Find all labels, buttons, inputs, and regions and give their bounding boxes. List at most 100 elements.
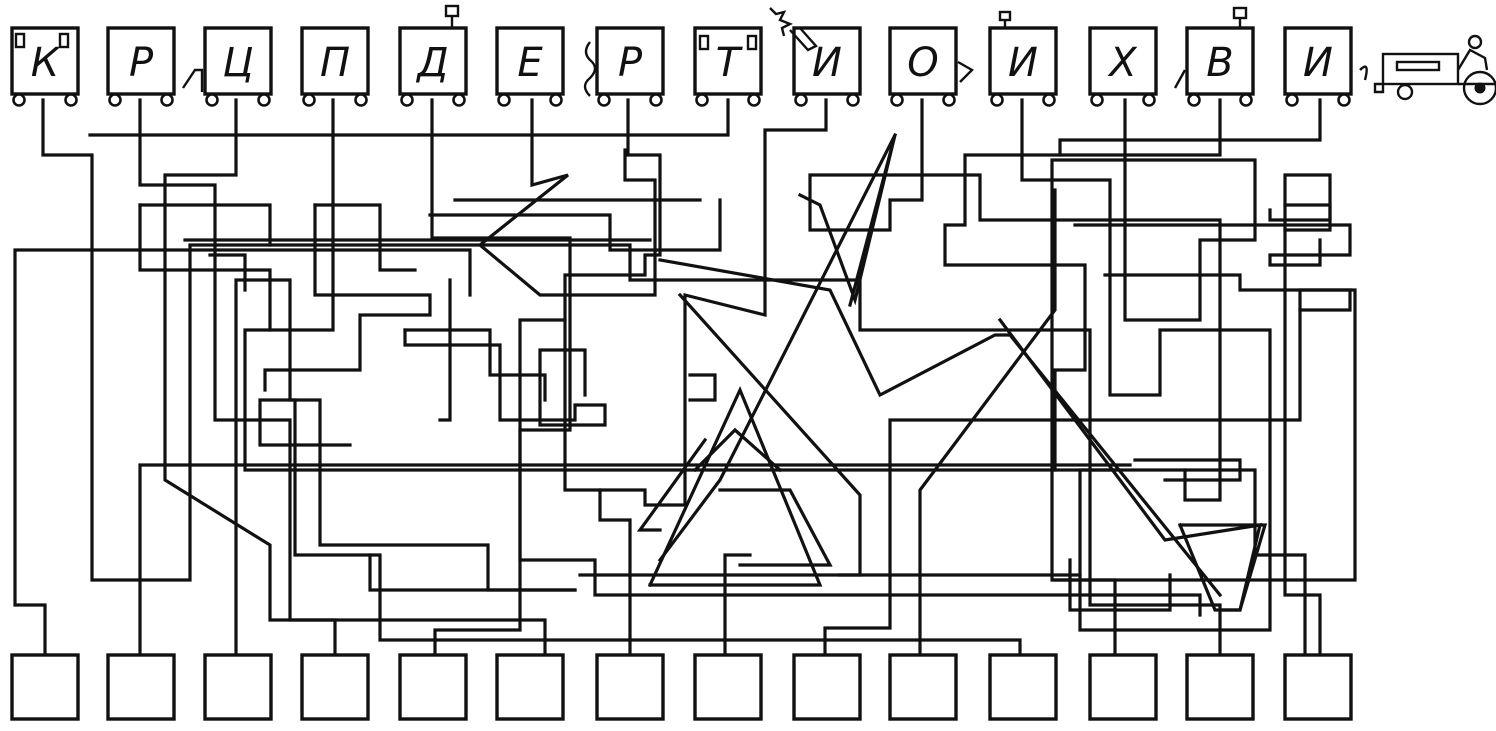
coupler-icon	[183, 70, 202, 92]
wagon-letter: О	[907, 40, 938, 86]
answer-box[interactable]	[890, 655, 956, 719]
wagon: Р	[108, 28, 174, 106]
answer-box[interactable]	[108, 655, 174, 719]
wagon-wheel	[992, 95, 1003, 106]
wire-path	[140, 205, 270, 330]
tangled-wires	[15, 100, 1355, 655]
wire-path	[315, 205, 415, 270]
wagon: О	[890, 28, 956, 106]
wire-path	[1022, 100, 1270, 630]
wagon: Е	[497, 28, 563, 106]
wagon-letter: П	[320, 40, 350, 86]
wagon-wheel	[14, 95, 25, 106]
wagon-wheel	[66, 95, 77, 106]
wire-path	[245, 100, 1305, 655]
coupler-icon	[1360, 67, 1367, 80]
answer-box[interactable]	[794, 655, 860, 719]
wagon-wheel	[1092, 95, 1103, 106]
wagon: Х	[1090, 28, 1156, 106]
wire-path	[600, 100, 826, 505]
wagon-wheel	[356, 95, 367, 106]
wagon-letter: И	[1008, 40, 1038, 86]
wagon: П	[302, 28, 368, 106]
answer-box[interactable]	[695, 655, 761, 719]
wagon-wheel	[402, 95, 413, 106]
driver-body	[1458, 50, 1487, 70]
flag-icon	[1000, 12, 1010, 20]
wire-path	[1180, 525, 1265, 610]
wire-path	[15, 250, 470, 655]
wagon-wheel	[207, 95, 218, 106]
wagon-wheel	[697, 95, 708, 106]
wagon-wheel	[1044, 95, 1055, 106]
answer-box[interactable]	[497, 655, 563, 719]
wagon-wheel	[1189, 95, 1200, 106]
wagon-letter: И	[1303, 40, 1333, 86]
locomotive-icon	[1375, 36, 1496, 104]
locomotive-buffer	[1375, 84, 1383, 92]
wire-path	[690, 375, 715, 400]
wagon-wheel	[1241, 95, 1252, 106]
wagon-letter: В	[1206, 40, 1233, 86]
wire-path	[405, 330, 605, 425]
wagon-wheel	[162, 95, 173, 106]
wagon-letter: К	[31, 40, 61, 86]
wire-path	[680, 295, 860, 575]
wagon: Ц	[205, 28, 271, 106]
wagon-letter: Ц	[222, 40, 253, 86]
wagon-wheel	[551, 95, 562, 106]
answer-box[interactable]	[990, 655, 1056, 719]
answer-box[interactable]	[1187, 655, 1253, 719]
wagon: Р	[597, 28, 663, 106]
wire-path	[945, 100, 1220, 470]
wagon-wheel	[749, 95, 760, 106]
wagon: Т	[695, 28, 761, 106]
coupler-icon	[958, 62, 972, 82]
wagon-wheel	[651, 95, 662, 106]
wagon-letter: Д	[415, 40, 448, 86]
wagon-letter: Р	[618, 40, 643, 86]
wire-path	[1060, 100, 1320, 155]
wagon-wheel	[1339, 95, 1350, 106]
wagon-letter: Е	[517, 40, 543, 86]
wagon: В	[1187, 28, 1253, 106]
wagon-wheel	[304, 95, 315, 106]
wire-path	[440, 280, 450, 420]
wagon: Д	[400, 28, 466, 106]
locomotive-wheel	[1398, 85, 1412, 99]
wagon-wheel	[1287, 95, 1298, 106]
answer-box[interactable]	[302, 655, 368, 719]
wagon-letter: Р	[129, 40, 154, 86]
wire-path	[1070, 560, 1170, 610]
wire-path	[140, 100, 545, 655]
wire-path	[1105, 275, 1350, 310]
answer-box[interactable]	[1285, 655, 1351, 719]
wagon-wheel	[499, 95, 510, 106]
wagon-wheel	[110, 95, 121, 106]
answer-box[interactable]	[12, 655, 78, 719]
wagon-wheel	[796, 95, 807, 106]
wire-path	[430, 200, 720, 250]
wagon: И	[794, 28, 860, 106]
wagon-letter: Х	[1107, 40, 1138, 86]
answer-box[interactable]	[597, 655, 663, 719]
wire-path	[920, 190, 1055, 655]
swirl-icon	[585, 42, 595, 96]
star-icon	[770, 8, 790, 36]
wagon-wheel	[1144, 95, 1155, 106]
wagon-wheel	[848, 95, 859, 106]
answer-box[interactable]	[400, 655, 466, 719]
flag-icon	[446, 6, 458, 16]
answer-box[interactable]	[1090, 655, 1156, 719]
wagon-wheel	[454, 95, 465, 106]
wire-path	[405, 330, 545, 400]
wagon-wheel	[944, 95, 955, 106]
wagon-wheel	[599, 95, 610, 106]
wagon: И	[990, 28, 1056, 106]
wagon-letter: Т	[716, 40, 744, 86]
flag-icon	[1234, 8, 1246, 18]
answer-box[interactable]	[205, 655, 271, 719]
wire-path	[1052, 100, 1255, 655]
